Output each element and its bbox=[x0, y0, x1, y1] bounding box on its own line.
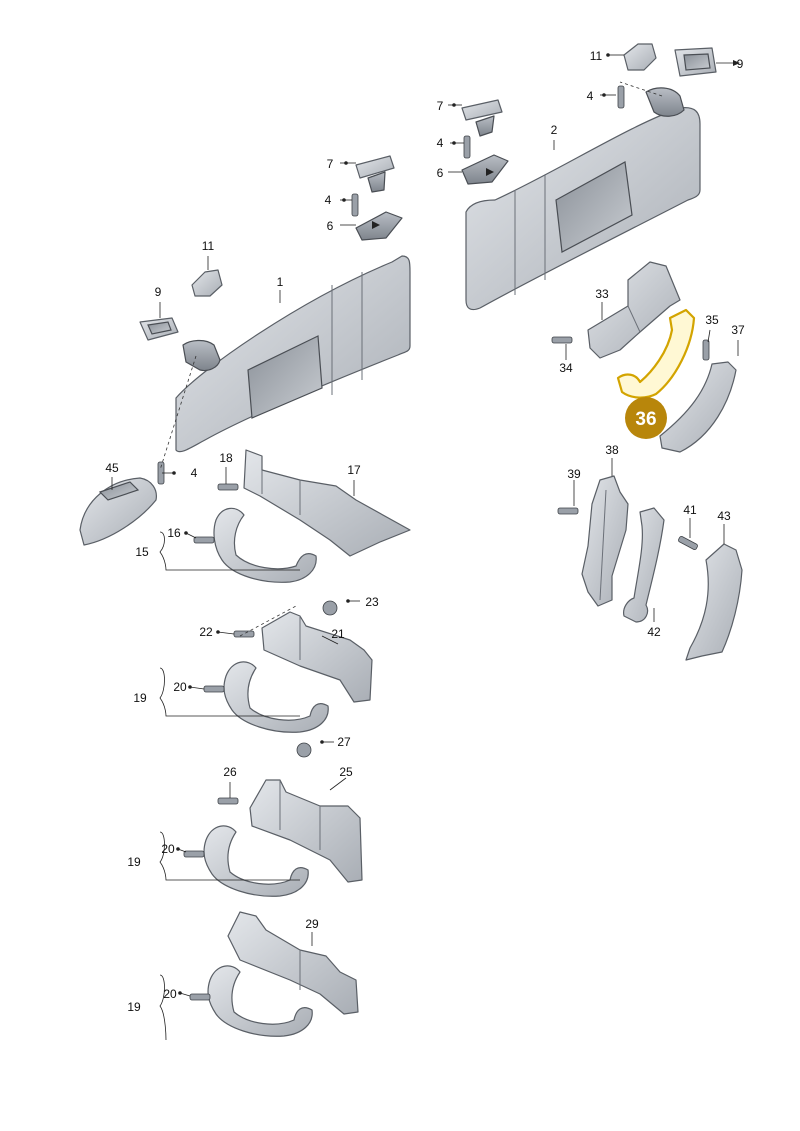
label-2[interactable]: 2 bbox=[551, 123, 558, 137]
assembly-line-left-visor bbox=[159, 355, 197, 471]
visor-cover-6-left bbox=[355, 211, 403, 241]
handle-bracket-25 bbox=[249, 779, 363, 883]
visor-clip-left bbox=[139, 317, 179, 341]
highlight-badge-36[interactable]: 36 bbox=[625, 397, 667, 439]
label-4-upper-left[interactable]: 4 bbox=[325, 193, 332, 207]
grab-handle-42 bbox=[623, 507, 665, 623]
label-4-upper-right[interactable]: 4 bbox=[437, 136, 444, 150]
label-11-left[interactable]: 11 bbox=[202, 239, 215, 253]
label-26[interactable]: 26 bbox=[223, 765, 237, 779]
coat-hook-45 bbox=[79, 477, 157, 546]
screw-20-a bbox=[203, 685, 225, 693]
handle-bracket-29 bbox=[227, 911, 359, 1015]
part-labels: 1 2 4 4 4 4 6 6 7 7 9 9 11 11 15 16 17 1… bbox=[105, 49, 745, 1014]
label-11-right[interactable]: 11 bbox=[590, 49, 603, 63]
leader-lines bbox=[111, 54, 739, 1041]
cover-43 bbox=[685, 543, 743, 661]
screw-16 bbox=[193, 536, 215, 544]
assembly-line-handle-bracket-21 bbox=[239, 605, 297, 637]
clip-23 bbox=[322, 600, 338, 616]
label-18[interactable]: 18 bbox=[219, 451, 233, 465]
screw-20-c bbox=[189, 993, 211, 1001]
screw-18 bbox=[217, 483, 239, 491]
label-4-right-top[interactable]: 4 bbox=[587, 89, 594, 103]
screw-20-b bbox=[183, 850, 205, 858]
label-20-c[interactable]: 20 bbox=[163, 987, 177, 1001]
label-41[interactable]: 41 bbox=[683, 503, 697, 517]
assembly-line-right-visor bbox=[619, 81, 663, 97]
visor-bracket-11-left bbox=[191, 269, 223, 297]
label-45[interactable]: 45 bbox=[105, 461, 119, 475]
label-15[interactable]: 15 bbox=[135, 545, 149, 559]
handle-bracket-17 bbox=[243, 449, 411, 557]
screw-39 bbox=[557, 507, 579, 515]
label-23[interactable]: 23 bbox=[365, 595, 379, 609]
label-1[interactable]: 1 bbox=[277, 275, 284, 289]
label-16[interactable]: 16 bbox=[167, 526, 181, 540]
label-6-left[interactable]: 6 bbox=[327, 219, 334, 233]
grab-handle-19-b bbox=[203, 825, 309, 897]
label-27[interactable]: 27 bbox=[337, 735, 351, 749]
label-19-a[interactable]: 19 bbox=[133, 691, 147, 705]
label-37[interactable]: 37 bbox=[731, 323, 745, 337]
handle-bracket-38 bbox=[581, 475, 629, 607]
screw-34 bbox=[551, 336, 573, 344]
visor-hook-7-right bbox=[461, 99, 503, 137]
highlight-badge-circle bbox=[625, 397, 667, 439]
label-17[interactable]: 17 bbox=[347, 463, 361, 477]
label-34[interactable]: 34 bbox=[559, 361, 573, 375]
visor-hook-7-left bbox=[355, 155, 395, 193]
label-25[interactable]: 25 bbox=[339, 765, 353, 779]
label-35[interactable]: 35 bbox=[705, 313, 719, 327]
sun-visor-left bbox=[175, 255, 411, 453]
label-33[interactable]: 33 bbox=[595, 287, 609, 301]
screw-41 bbox=[678, 535, 698, 551]
sun-visor-right bbox=[465, 87, 701, 311]
grab-handle-15 bbox=[213, 507, 317, 583]
label-6-right[interactable]: 6 bbox=[437, 166, 444, 180]
label-29[interactable]: 29 bbox=[305, 917, 319, 931]
visor-cover-6-right bbox=[461, 154, 509, 185]
screw-35 bbox=[702, 339, 710, 361]
grab-handle-19-a bbox=[223, 661, 329, 733]
screw-4-upper-right bbox=[463, 135, 471, 159]
label-4-lower-left[interactable]: 4 bbox=[191, 466, 198, 480]
label-21[interactable]: 21 bbox=[331, 627, 345, 641]
label-7-right[interactable]: 7 bbox=[437, 99, 444, 113]
leader-arrowheads bbox=[172, 53, 740, 995]
cover-37 bbox=[659, 361, 737, 453]
screw-4-upper-left bbox=[351, 193, 359, 217]
highlight-badge-label: 36 bbox=[635, 409, 656, 430]
screw-26 bbox=[217, 797, 239, 805]
label-38[interactable]: 38 bbox=[605, 443, 619, 457]
label-22[interactable]: 22 bbox=[199, 625, 213, 639]
visor-bracket-11-right bbox=[623, 43, 657, 71]
visor-clip-right bbox=[674, 47, 717, 77]
handle-bracket-33 bbox=[587, 261, 681, 359]
label-9-right[interactable]: 9 bbox=[737, 57, 744, 71]
label-43[interactable]: 43 bbox=[717, 509, 731, 523]
clip-27 bbox=[296, 742, 312, 758]
label-9-left[interactable]: 9 bbox=[155, 285, 162, 299]
screw-22 bbox=[233, 630, 255, 638]
handle-bracket-21 bbox=[261, 611, 373, 703]
label-20-a[interactable]: 20 bbox=[173, 680, 187, 694]
grab-handle-19-c bbox=[207, 965, 313, 1037]
label-19-c[interactable]: 19 bbox=[127, 1000, 141, 1014]
label-39[interactable]: 39 bbox=[567, 467, 581, 481]
label-19-b[interactable]: 19 bbox=[127, 855, 141, 869]
label-42[interactable]: 42 bbox=[647, 625, 661, 639]
label-20-b[interactable]: 20 bbox=[161, 842, 175, 856]
label-7-left[interactable]: 7 bbox=[327, 157, 334, 171]
screw-4-lower-right bbox=[617, 85, 625, 109]
